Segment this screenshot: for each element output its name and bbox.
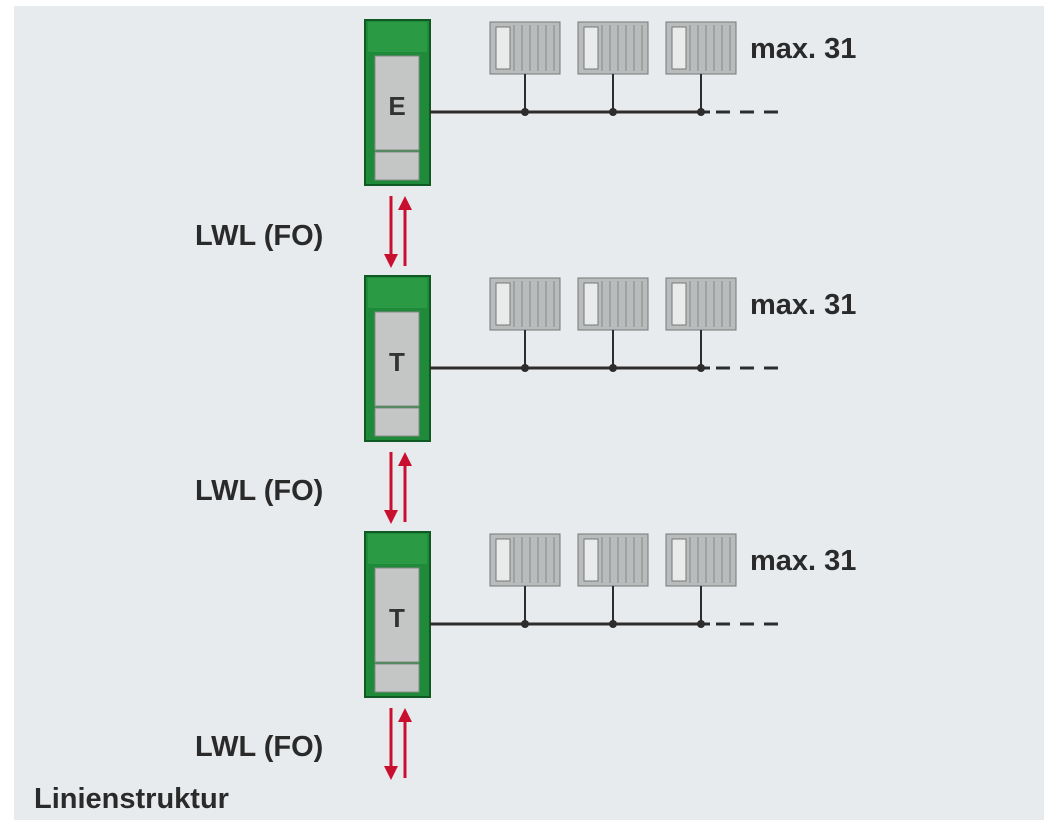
io-station-icon	[489, 533, 561, 587]
bus-row-1: max. 31	[430, 21, 856, 116]
junction-dot	[521, 364, 529, 372]
io-station-icon	[577, 533, 649, 587]
max-devices-label: max. 31	[750, 289, 856, 321]
io-station-icon	[577, 277, 649, 331]
module-panel	[374, 55, 420, 151]
arrowhead-up-icon	[398, 196, 412, 210]
arrowhead-down-icon	[384, 510, 398, 524]
io-station-icon	[489, 277, 561, 331]
arrowhead-down-icon	[384, 766, 398, 780]
arrowhead-up-icon	[398, 452, 412, 466]
module-letter: T	[389, 347, 405, 377]
bus-row-3: max. 31	[430, 533, 856, 628]
io-station-icon	[665, 533, 737, 587]
fiber-link-3: LWL (FO)	[195, 708, 412, 780]
junction-dot	[697, 620, 705, 628]
module-e: E	[364, 19, 431, 186]
junction-dot	[609, 108, 617, 116]
max-devices-label: max. 31	[750, 545, 856, 577]
io-station-icon	[665, 277, 737, 331]
module-letter: T	[389, 603, 405, 633]
io-station-icon	[489, 21, 561, 75]
diagram-background	[14, 6, 1044, 820]
junction-dot	[609, 364, 617, 372]
module-letter: E	[388, 91, 405, 121]
fiber-link-label: LWL (FO)	[195, 475, 323, 507]
module-lower-panel	[374, 151, 420, 181]
module-t-1: T	[364, 275, 431, 442]
module-t-2: T	[364, 531, 431, 698]
io-station-icon	[577, 21, 649, 75]
module-panel	[374, 311, 420, 407]
bus-row-2: max. 31	[430, 277, 856, 372]
fiber-link-label: LWL (FO)	[195, 731, 323, 763]
junction-dot	[521, 108, 529, 116]
io-station-icon	[665, 21, 737, 75]
module-head	[368, 534, 427, 564]
max-devices-label: max. 31	[750, 33, 856, 65]
module-lower-panel	[374, 663, 420, 693]
diagram-caption: Linienstruktur	[34, 783, 229, 815]
junction-dot	[697, 108, 705, 116]
fiber-link-1: LWL (FO)	[195, 196, 412, 268]
module-panel	[374, 567, 420, 663]
fiber-link-label: LWL (FO)	[195, 220, 323, 252]
module-head	[368, 22, 427, 52]
module-lower-panel	[374, 407, 420, 437]
junction-dot	[609, 620, 617, 628]
junction-dot	[697, 364, 705, 372]
arrowhead-up-icon	[398, 708, 412, 722]
module-head	[368, 278, 427, 308]
arrowhead-down-icon	[384, 254, 398, 268]
junction-dot	[521, 620, 529, 628]
fiber-link-2: LWL (FO)	[195, 452, 412, 524]
